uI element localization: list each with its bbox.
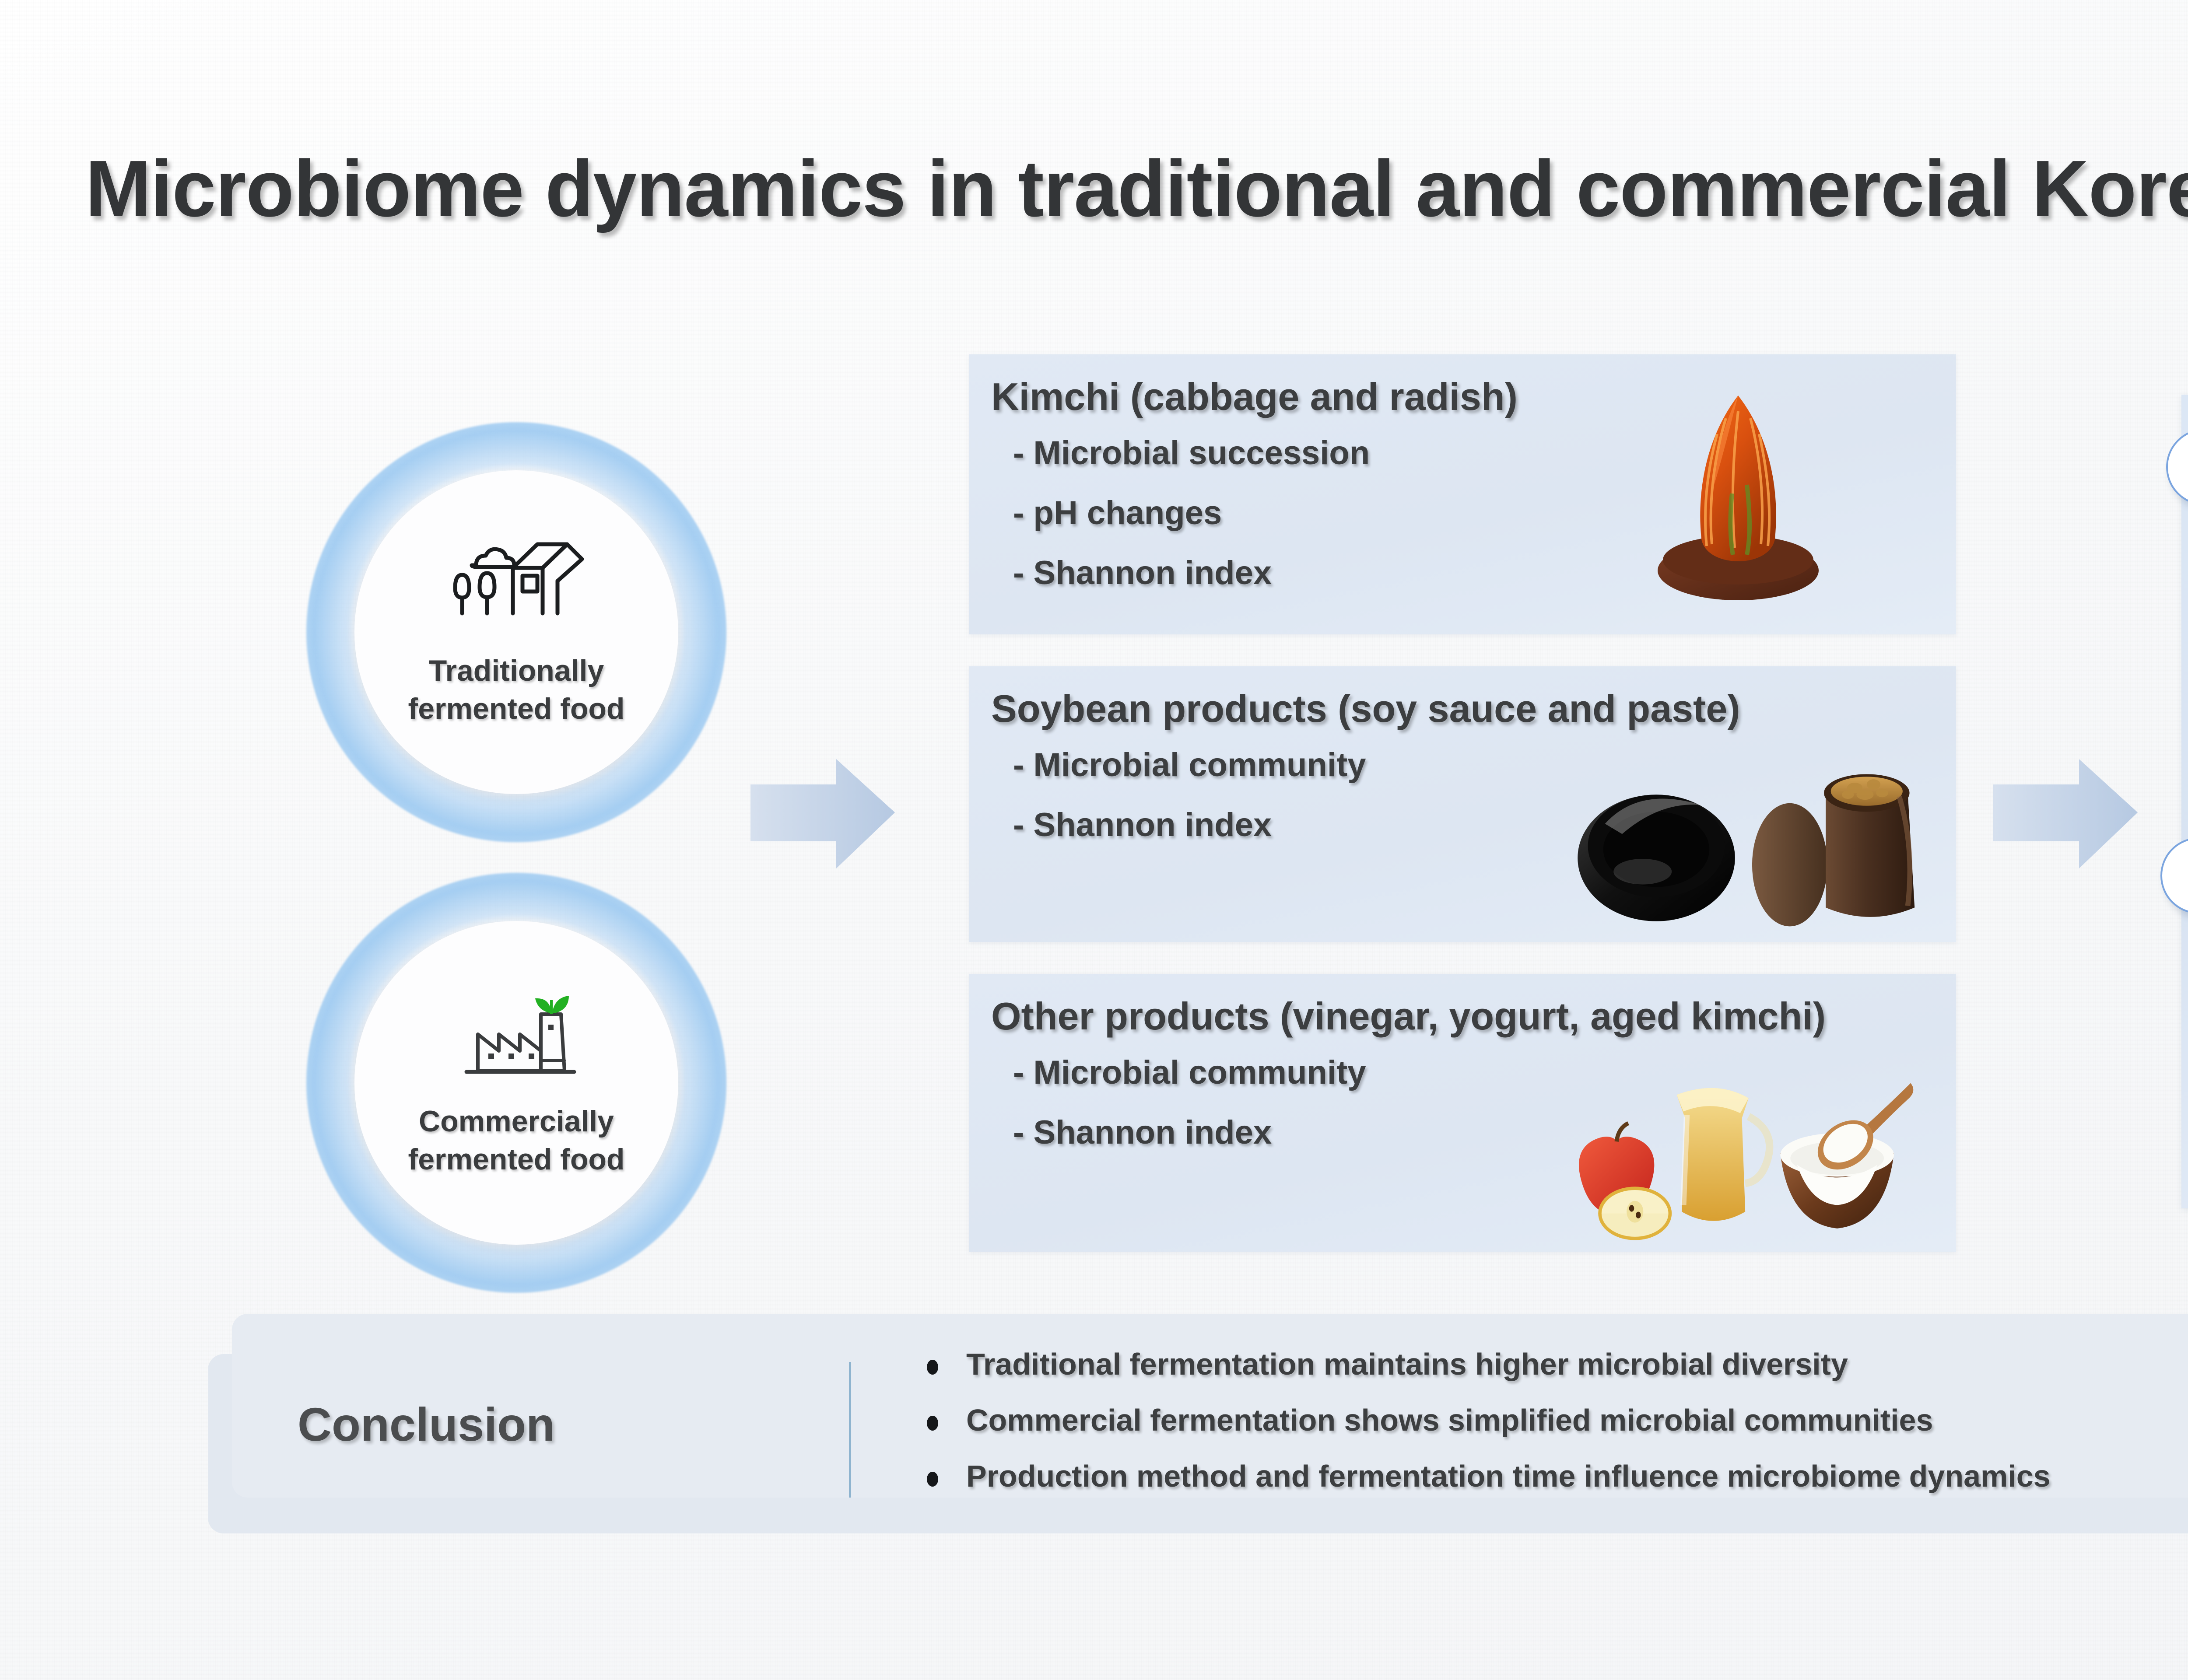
source-circle-traditional[interactable]: Traditionally fermented food [306, 422, 726, 842]
factory-sprout-icon [464, 995, 576, 1074]
card-title: Other products (vinegar, yogurt, aged ki… [991, 994, 1826, 1038]
arrow-sources-to-products [750, 759, 895, 868]
card-bullet-list: - Microbial succession - pH changes - Sh… [1013, 434, 1370, 614]
arrow-products-to-outcomes [1993, 759, 2138, 868]
outcome-pill-commercial[interactable]: Commercially fermented food [2160, 837, 2188, 914]
source-label-line1: Traditionally [428, 654, 604, 687]
product-card-kimchi[interactable]: Kimchi (cabbage and radish) - Microbial … [969, 354, 1956, 634]
outcome-pill-traditional[interactable]: Traditionally fermented food [2166, 429, 2188, 505]
soy-sauce-bowl-and-paste-jar-photo [1578, 774, 1915, 927]
source-label-line2: fermented food [408, 692, 625, 725]
farmhouse-trees-cloud-icon [453, 542, 584, 616]
source-circle-label: Commercially fermented food [408, 1102, 625, 1179]
list-item: - pH changes [1013, 494, 1222, 532]
outcomes-panel: Traditionally fermented food - Natural m… [2160, 395, 2188, 1208]
kimchi-bowl-photo [1658, 396, 1819, 600]
circle-inner-disc [354, 470, 678, 794]
list-item: Commercial fermentation shows simplified… [915, 1403, 2051, 1438]
list-item: - Shannon index [1013, 806, 1272, 844]
card-bullet-list: - Microbial community - Shannon index [1013, 746, 1366, 866]
conclusion-divider [849, 1362, 851, 1498]
list-item: Production method and fermentation time … [915, 1459, 2051, 1494]
apple-vinegar-pitcher-and-yogurt-bowl-photo [1579, 1083, 1914, 1240]
product-card-other[interactable]: Other products (vinegar, yogurt, aged ki… [969, 974, 1956, 1252]
source-label-line1: Commercially [419, 1104, 614, 1138]
list-item: - Shannon index [1013, 1114, 1272, 1151]
source-circle-commercial[interactable]: Commercially fermented food [306, 873, 726, 1293]
conclusion-label: Conclusion [298, 1398, 555, 1451]
page-title: Microbiome dynamics in traditional and c… [85, 144, 2188, 233]
product-card-soybean[interactable]: Soybean products (soy sauce and paste) -… [969, 666, 1956, 942]
circle-content: Commercially fermented food [306, 873, 726, 1293]
circle-content: Traditionally fermented food [306, 422, 726, 842]
list-item: - Microbial community [1013, 746, 1366, 784]
list-item: - Microbial succession [1013, 434, 1370, 472]
list-item: Traditional fermentation maintains highe… [915, 1347, 2051, 1382]
card-title: Soybean products (soy sauce and paste) [991, 687, 1740, 730]
list-item: - Microbial community [1013, 1054, 1366, 1091]
source-circle-label: Traditionally fermented food [408, 652, 625, 728]
source-label-line2: fermented food [408, 1143, 625, 1176]
card-title: Kimchi (cabbage and radish) [991, 375, 1518, 418]
circle-inner-disc [354, 921, 678, 1245]
list-item: - Shannon index [1013, 554, 1272, 592]
conclusion-bar: Conclusion Traditional fermentation main… [232, 1314, 2188, 1498]
card-bullet-list: - Microbial community - Shannon index [1013, 1054, 1366, 1173]
conclusion-bullet-list: Traditional fermentation maintains highe… [915, 1347, 2051, 1498]
